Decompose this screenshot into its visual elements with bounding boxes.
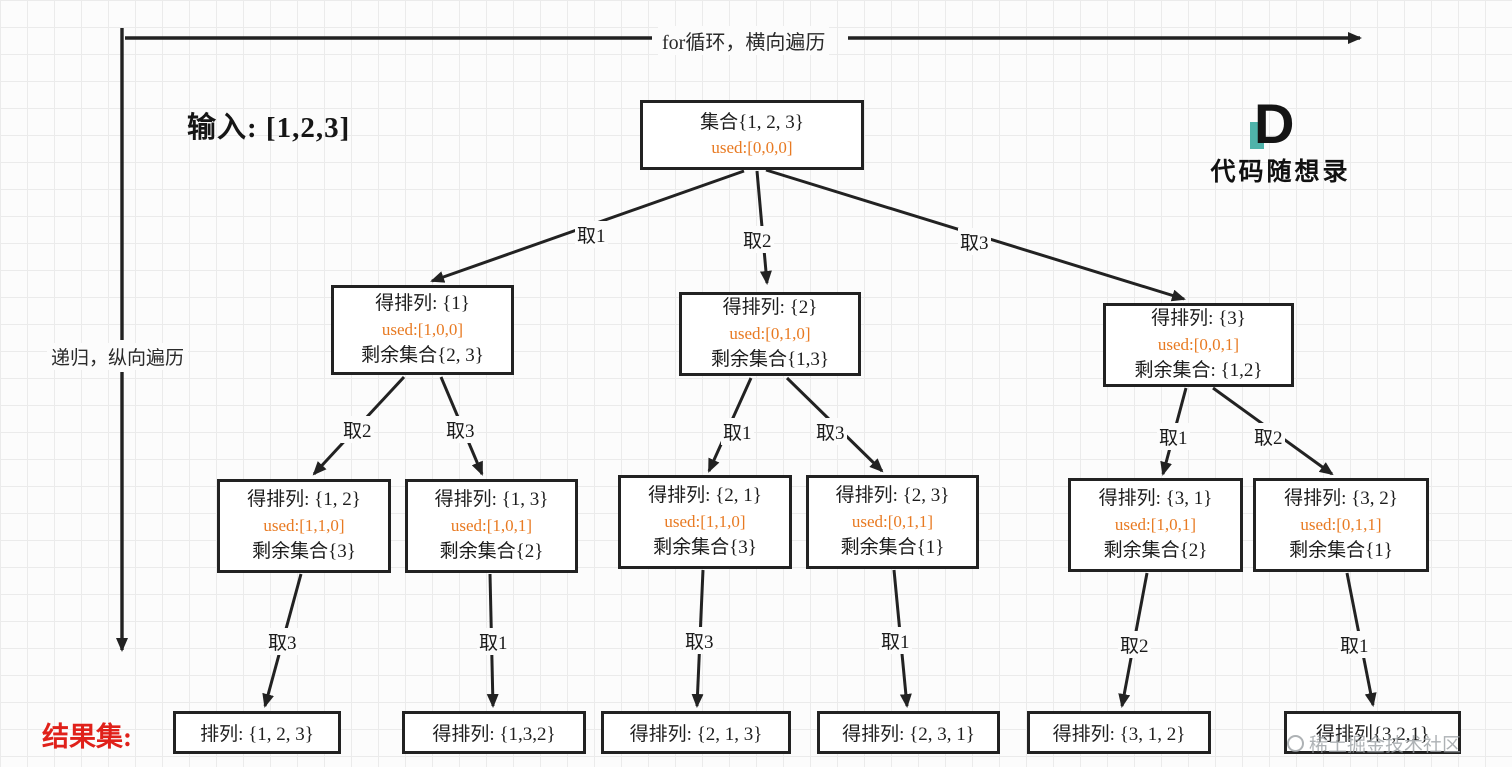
edge-label: 取3 <box>266 628 299 655</box>
result-node: 排列: {1, 2, 3} <box>173 711 341 754</box>
node-used-text: used:[1,0,0] <box>381 319 464 339</box>
edge-label: 取2 <box>1252 423 1285 450</box>
node-used-text: used:[1,0,1] <box>1114 514 1197 534</box>
node-used-text: used:[0,1,0] <box>729 323 811 343</box>
node-perm-text: 得排列: {1} <box>375 293 470 315</box>
watermark-text: 稀土掘金技术社区 <box>1309 735 1462 756</box>
node-take3: 得排列: {3} used:[0,0,1] 剩余集合: {1,2} <box>1103 303 1294 387</box>
node-rest-text: 剩余集合{1,3} <box>711 349 829 371</box>
result-node: 得排列: {1,3,2} <box>402 711 586 754</box>
node-rest-text: 剩余集合: {1,2} <box>1134 360 1263 382</box>
node-root: 集合{1, 2, 3} used:[0,0,0] <box>640 100 864 170</box>
result-node: 得排列: {2, 3, 1} <box>817 711 1000 754</box>
node-take1: 得排列: {1} used:[1,0,0] 剩余集合{2, 3} <box>331 285 514 375</box>
edge-label: 取1 <box>1157 423 1190 450</box>
node-set-text: 集合{1, 2, 3} <box>700 111 804 133</box>
node-rest-text: 剩余集合{3} <box>252 541 356 563</box>
node-perm-32: 得排列: {3, 2} used:[0,1,1] 剩余集合{1} <box>1253 478 1429 572</box>
edge-label: 取3 <box>683 627 716 654</box>
edge-label: 取1 <box>721 418 754 445</box>
watermark-logo-icon <box>1287 735 1304 752</box>
node-perm-23: 得排列: {2, 3} used:[0,1,1] 剩余集合{1} <box>806 475 979 569</box>
node-rest-text: 剩余集合{1} <box>1289 540 1393 562</box>
result-set-title: 结果集: <box>42 722 132 752</box>
node-rest-text: 剩余集合{3} <box>653 537 757 559</box>
node-used-text: used:[0,0,0] <box>711 138 793 158</box>
edge-label: 取2 <box>1118 631 1151 658</box>
node-used-text: used:[1,1,0] <box>664 511 746 531</box>
edge-label: 取3 <box>958 228 991 255</box>
node-perm-12: 得排列: {1, 2} used:[1,1,0] 剩余集合{3} <box>217 479 391 573</box>
node-perm-text: 得排列: {2} <box>722 297 818 319</box>
logo-brand-text: 代码随想录 <box>1210 159 1351 186</box>
edge-label: 取1 <box>477 628 510 655</box>
node-used-text: used:[0,1,1] <box>1300 514 1382 534</box>
node-perm-21: 得排列: {2, 1} used:[1,1,0] 剩余集合{3} <box>618 475 792 569</box>
node-perm-text: 得排列: {3, 2} <box>1284 488 1398 510</box>
node-perm-text: 得排列: {1, 2} <box>247 489 361 511</box>
result-node: 得排列: {3, 1, 2} <box>1027 711 1211 754</box>
node-take2: 得排列: {2} used:[0,1,0] 剩余集合{1,3} <box>679 292 861 376</box>
logo-teal-block <box>1250 122 1264 149</box>
node-used-text: used:[0,1,1] <box>851 511 934 531</box>
node-used-text: used:[0,0,1] <box>1157 334 1240 354</box>
result-node: 得排列: {2, 1, 3} <box>601 711 791 754</box>
top-axis-label: for循环，横向遍历 <box>658 26 830 55</box>
node-perm-text: 得排列: {2, 1} <box>648 485 762 507</box>
edge-label: 取3 <box>444 416 477 443</box>
node-perm-text: 得排列: {3, 1} <box>1098 488 1213 510</box>
logo-d-icon: D <box>1254 92 1295 155</box>
node-perm-text: 得排列: {3} <box>1151 308 1246 330</box>
result-node: 得排列{3,2,1} <box>1284 711 1461 754</box>
edge-label: 取1 <box>575 221 608 248</box>
axis-arrows <box>116 28 1362 652</box>
node-rest-text: 剩余集合{2} <box>439 541 544 563</box>
edge-label: 取1 <box>879 627 912 654</box>
edge-label: 取3 <box>814 418 847 445</box>
node-used-text: used:[1,1,0] <box>263 515 345 535</box>
node-perm-text: 得排列: {1, 3} <box>434 489 549 511</box>
edge-label: 取2 <box>341 416 374 443</box>
node-perm-13: 得排列: {1, 3} used:[1,0,1] 剩余集合{2} <box>405 479 578 573</box>
left-axis-label: 递归，纵向遍历 <box>47 343 189 370</box>
edge-label: 取2 <box>741 226 774 253</box>
node-rest-text: 剩余集合{2} <box>1103 540 1208 562</box>
node-perm-text: 得排列: {2, 3} <box>835 485 950 507</box>
node-used-text: used:[1,0,1] <box>450 515 533 535</box>
node-perm-31: 得排列: {3, 1} used:[1,0,1] 剩余集合{2} <box>1068 478 1243 572</box>
node-rest-text: 剩余集合{1} <box>840 537 945 559</box>
node-rest-text: 剩余集合{2, 3} <box>361 345 484 367</box>
edge-label: 取1 <box>1338 631 1371 658</box>
input-label: 输入: [1,2,3] <box>187 112 351 144</box>
watermark: 稀土掘金技术社区 <box>1287 730 1461 757</box>
